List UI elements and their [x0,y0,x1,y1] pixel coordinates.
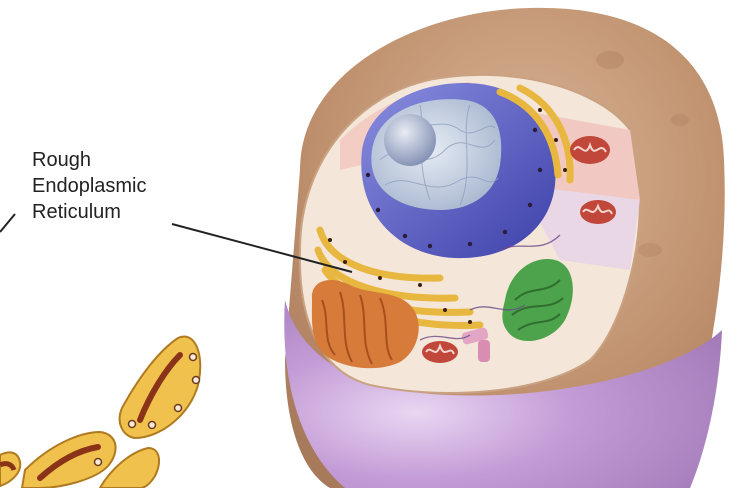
green-organelle-folds [511,279,564,331]
cytoskeleton [419,234,561,341]
ribosome-dots [365,127,543,249]
centriole [461,327,490,362]
green-organelle [502,259,573,342]
cell-cytoplasm [284,300,722,488]
label-line: Endoplasmic [32,175,147,197]
rough-er-label: Rough Endoplasmic Reticulum [32,147,147,225]
surface-detail [596,51,624,69]
mitochondrion [570,136,610,164]
nucleolus [384,114,436,166]
mitochondrion [580,200,616,224]
golgi-apparatus [311,280,419,369]
label-line: Rough [32,149,91,171]
rough-er-detail-icon [0,335,202,488]
label-line: Reticulum [32,201,121,223]
label-leader-line-left [0,213,16,233]
surface-detail [671,114,689,126]
mitochondrion [422,341,458,363]
surface-detail [638,243,662,257]
golgi-folds [321,291,393,365]
label-leader-line [171,223,353,273]
